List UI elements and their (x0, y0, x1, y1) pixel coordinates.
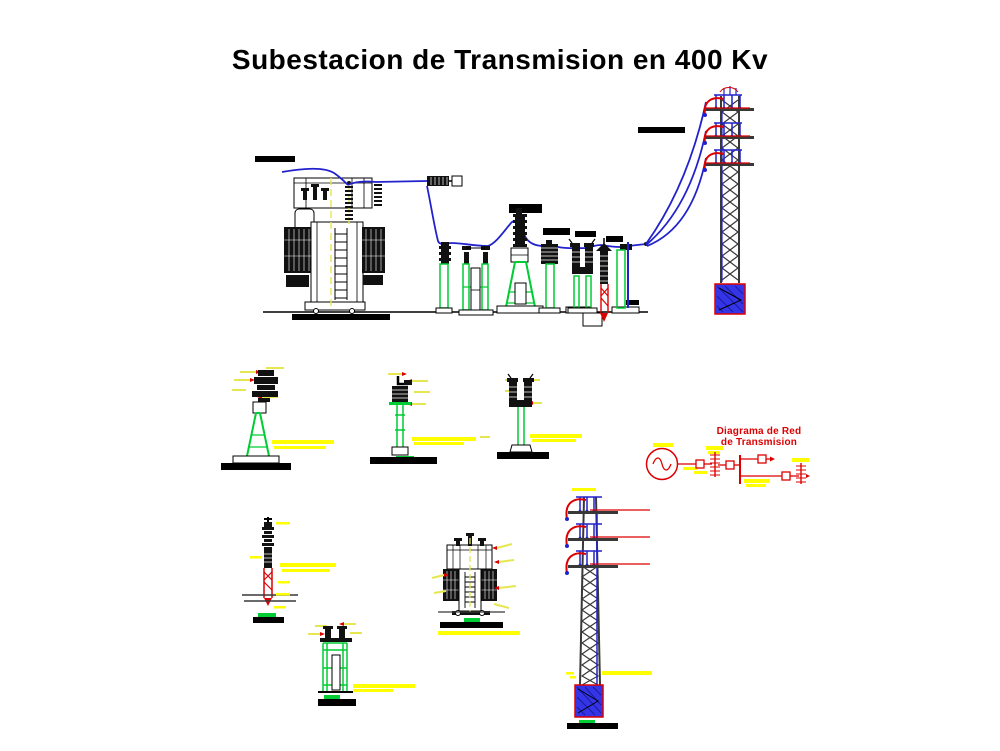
main-elevation (255, 86, 754, 327)
network-diagram-title: Diagrama de Red de Transmision (700, 426, 818, 448)
breaker-symbol (757, 454, 767, 464)
disconnect-switch (458, 246, 494, 316)
annotation-text (683, 467, 697, 470)
annotation-text (282, 569, 330, 572)
u-switch (567, 231, 598, 314)
annotation-text (353, 684, 415, 688)
transformer-base-bar (292, 314, 390, 320)
annotation-text-green (464, 618, 480, 622)
annotation-text (653, 443, 673, 447)
detail-arrester (242, 517, 336, 623)
tower-foundation (574, 684, 604, 718)
tower-crossarm-level2 (703, 122, 754, 145)
label-bar (370, 457, 437, 464)
tower-crossarm-level3 (703, 149, 754, 172)
tower-crossarm-level3 (565, 550, 650, 575)
label-bar (253, 617, 284, 623)
label-bar (440, 622, 503, 628)
label-bar (543, 228, 570, 235)
label-bar (575, 231, 596, 237)
breaker-symbol (781, 471, 791, 481)
detail-support-frame (308, 622, 415, 706)
radiator-right (362, 227, 385, 273)
breaker-symbol (725, 460, 735, 470)
annotation-text-green (324, 695, 340, 699)
line-trap (427, 175, 463, 187)
label-bar (638, 127, 685, 133)
detail-cvt-structure (221, 367, 334, 470)
annotation-text (278, 581, 290, 584)
label-bar (509, 204, 542, 213)
annotation-text (744, 479, 770, 483)
annotation-text (438, 631, 520, 635)
label-bar (567, 723, 618, 729)
hv-bushing (345, 181, 382, 220)
detail-transmission-tower (565, 488, 652, 729)
current-transformer (538, 228, 570, 314)
label-bar (606, 236, 623, 242)
annotation-text (532, 439, 576, 442)
label-bar (497, 452, 549, 459)
cable-pit (582, 312, 603, 327)
annotation-text (412, 437, 476, 441)
power-transformer (284, 177, 390, 320)
transformer-symbol (792, 458, 810, 484)
annotation-text (280, 563, 336, 567)
annotation-text (530, 434, 582, 438)
annotation-text (250, 556, 262, 559)
detail-switch-post (480, 373, 582, 459)
tower-foundation (714, 283, 746, 315)
tower-crossarm-level1 (703, 94, 754, 117)
lightning-arrester (596, 236, 623, 322)
annotation-text (414, 442, 464, 445)
transformer-symbol (706, 446, 723, 477)
annotation-text (602, 671, 652, 675)
annotation-text (274, 606, 286, 609)
annotation-text (572, 488, 596, 491)
tower-crossarm-level1 (565, 496, 650, 521)
annotation-text (276, 522, 290, 525)
tower-crossarm-level2 (565, 523, 650, 548)
label-bar (255, 156, 295, 162)
annotation-text-green (258, 613, 276, 617)
annotation-text (276, 593, 290, 596)
label-bar (318, 699, 356, 706)
gantry-post (616, 242, 632, 309)
annotation-text (570, 676, 576, 679)
detail-transformer (431, 533, 520, 635)
post-insulator (435, 242, 453, 314)
detail-ct-post (370, 372, 476, 464)
breaker-symbol (695, 459, 705, 469)
network-one-line-diagram (645, 443, 810, 487)
annotation-text (566, 672, 574, 675)
cvt-on-aframe (496, 204, 544, 314)
annotation-text (694, 471, 707, 474)
radiator-left (284, 227, 311, 273)
bus-conductor (281, 167, 428, 186)
label-bar (626, 300, 639, 305)
annotation-text-green (579, 720, 595, 724)
annotation-text (353, 689, 393, 692)
label-bar (221, 463, 291, 470)
network-diagram-title-line2: de Transmision (720, 437, 798, 448)
annotation-text (272, 440, 334, 444)
span-conductors (645, 101, 707, 247)
drawing-title: Subestacion de Transmision en 400 Kv (231, 44, 769, 75)
transmission-tower (638, 86, 754, 315)
network-diagram-title-line1: Diagrama de Red (716, 426, 802, 437)
annotation-text (746, 484, 766, 487)
annotation-text (274, 446, 326, 449)
